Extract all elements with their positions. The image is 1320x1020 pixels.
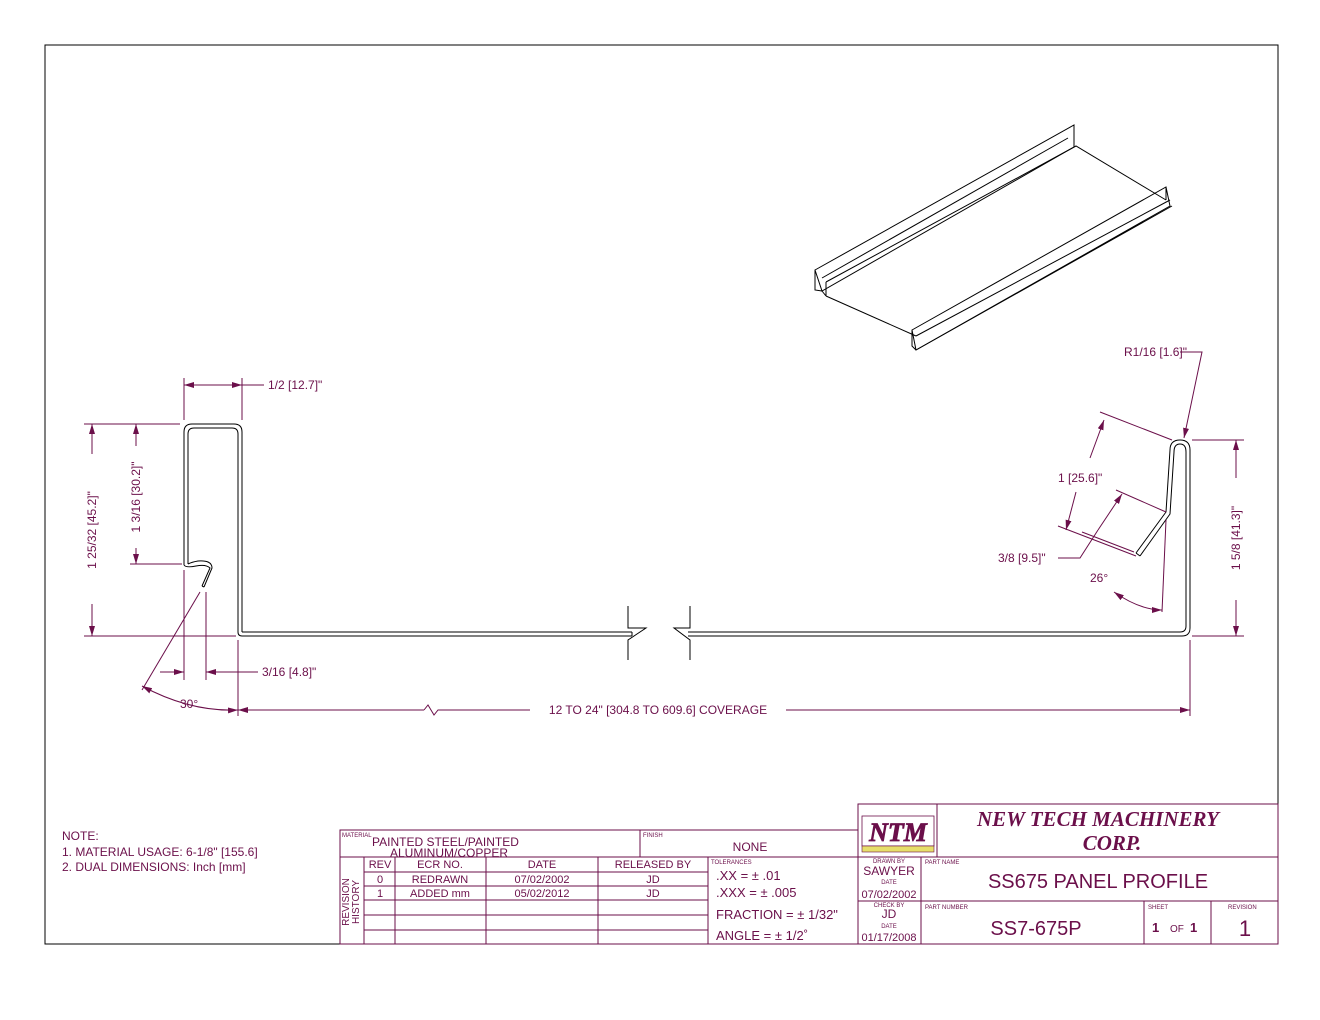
isometric-panel-view [814,124,1173,351]
material-label: MATERIAL [342,833,372,839]
finish-value: NONE [733,840,768,854]
part-name: SS675 PANEL PROFILE [988,871,1208,893]
panel-profile [183,423,1191,660]
part-number: SS7-675P [990,918,1081,940]
check-date-label: DATE [881,924,897,930]
left-dimensions [84,378,1191,716]
note-material-usage: 1. MATERIAL USAGE: 6-1/8" [155.6] [62,845,258,859]
rev-row-0-released: JD [646,874,660,886]
drawn-by: SAWYER [863,864,915,878]
revision-history-label: REVISION [341,878,352,926]
rev-row-1-released: JD [646,888,660,900]
rev-row-1-ecr: ADDED mm [410,888,470,900]
revision-number: 1 [1239,916,1251,941]
part-number-label: PART NUMBER [925,905,969,911]
tolerances-label: TOLERANCES [711,860,752,866]
finish-label: FINISH [643,833,663,839]
tolerance-xxx: .XXX = ± .005 [716,885,797,900]
dim-hook-angle: 30° [180,697,198,711]
dim-right-angle: 26° [1090,571,1108,585]
tolerance-angle: ANGLE = ± 1/2˚ [716,928,808,943]
notes-heading: NOTE: [62,829,99,843]
rev-row-1-date: 05/02/2012 [514,888,569,900]
drawn-date-label: DATE [881,880,897,886]
sheet-total: 1 [1190,920,1197,935]
dim-inner-height-left: 1 3/16 [30.2]" [129,462,143,533]
sheet-label: SHEET [1148,905,1168,911]
tolerance-xx: .XX = ± .01 [716,868,781,883]
rev-header-date: DATE [528,859,557,871]
sheet-number: 1 [1152,920,1159,935]
check-by: JD [882,907,897,921]
dim-overall-height-left: 1 25/32 [45.2]" [85,491,99,569]
title-block-grid [339,803,1279,945]
material-line2: ALUMINUM/COPPER [390,846,508,860]
part-name-label: PART NAME [925,860,959,866]
material-line1: PAINTED STEEL/PAINTED [372,835,519,849]
dim-coverage: 12 TO 24" [304.8 TO 609.6] COVERAGE [549,703,767,717]
check-by-label: CHECK BY [874,903,905,909]
rev-header-ecr: ECR NO. [417,859,463,871]
drawn-by-label: DRAWN BY [873,859,905,865]
dim-right-leg: 1 [25.6]" [1058,471,1102,485]
rev-header-rev: REV [369,859,392,871]
dim-top-width: 1/2 [12.7]" [268,378,322,392]
right-dimensions [1057,351,1244,637]
revision-label: REVISION [1228,905,1257,911]
rev-row-1-rev: 1 [377,888,383,900]
dim-right-height: 1 5/8 [41.3]" [1229,506,1243,570]
rev-row-0-rev: 0 [377,874,383,886]
rev-row-0-ecr: REDRAWN [412,874,468,886]
company-name-line1: NEW TECH MACHINERY [976,807,1221,831]
dim-right-offset: 3/8 [9.5]" [998,551,1046,565]
logo-text: NTM [868,818,928,847]
rev-row-0-date: 07/02/2002 [514,874,569,886]
revision-history-label-2: HISTORY [351,880,362,924]
dim-radius: R1/16 [1.6]" [1124,345,1187,359]
drawn-date: 07/02/2002 [861,889,916,901]
tolerance-fraction: FRACTION = ± 1/32" [716,907,838,922]
rev-header-released: RELEASED BY [615,859,692,871]
company-name-line2: CORP. [1083,831,1142,855]
note-dual-dimensions: 2. DUAL DIMENSIONS: Inch [mm] [62,860,246,874]
ntm-logo: NTM [861,815,935,853]
check-date: 01/17/2008 [861,932,916,944]
dim-hook-width: 3/16 [4.8]" [262,665,316,679]
sheet-of: OF [1170,924,1184,935]
